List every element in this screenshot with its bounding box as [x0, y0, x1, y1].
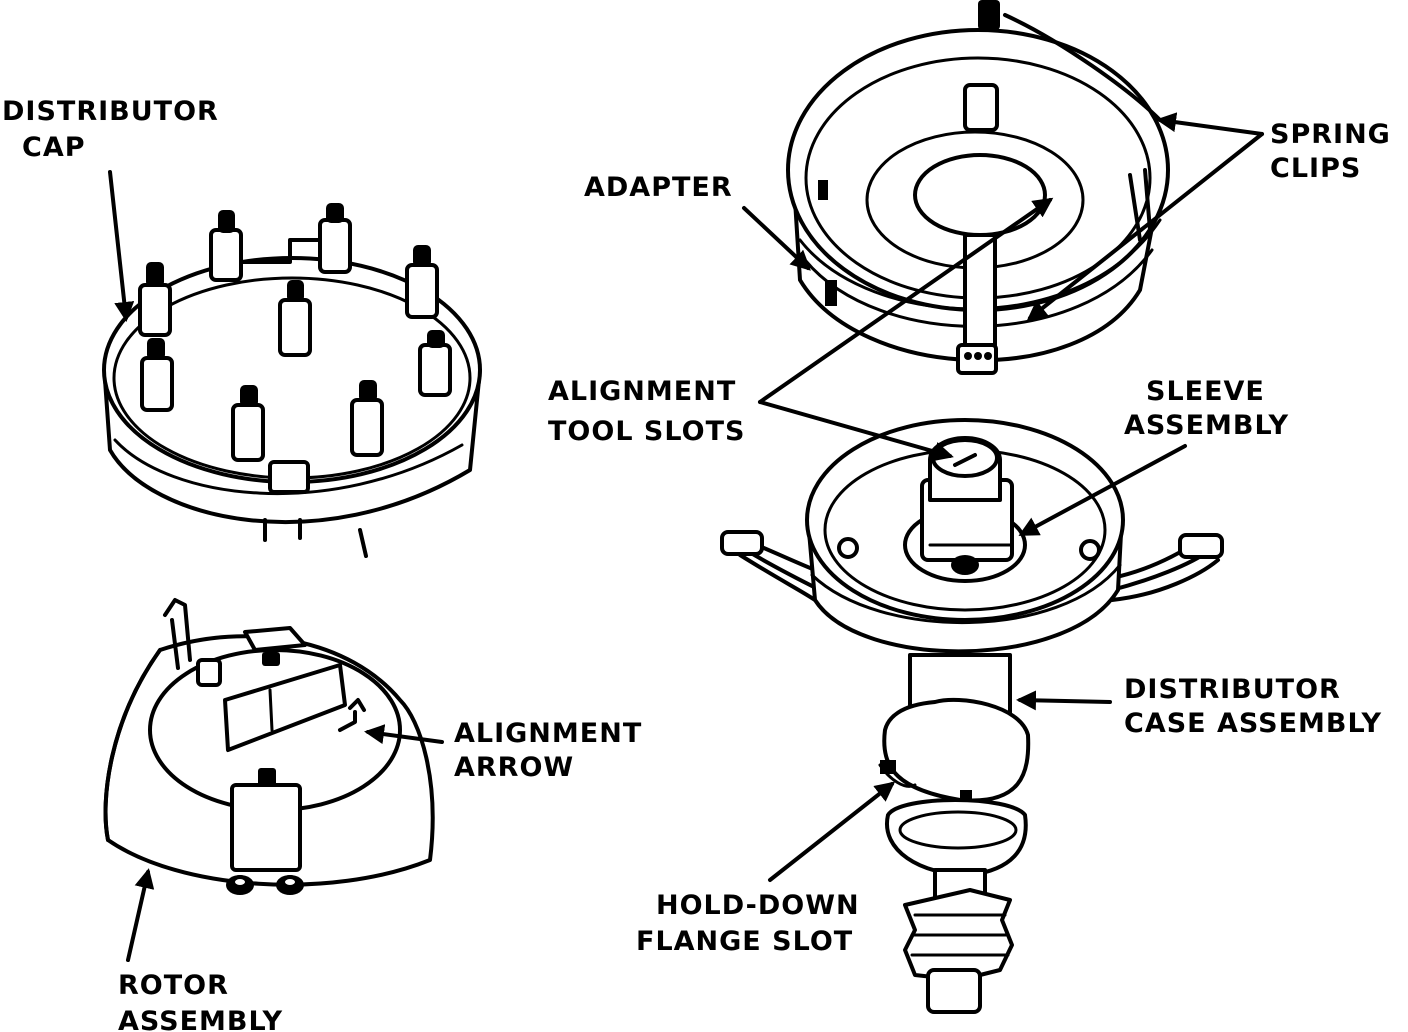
case-assembly-leader — [1016, 690, 1112, 711]
distributor-cap-drawing — [102, 203, 482, 558]
spring-clips-label-line2: CLIPS — [1270, 153, 1361, 184]
spring-clips-label-line1: SPRING — [1270, 119, 1391, 150]
sleeve-assembly-leader — [1018, 444, 1187, 536]
tool-slot-leader-bottom — [758, 400, 954, 462]
distributor-cap-leader — [108, 170, 135, 322]
adapter-label: ADAPTER — [584, 172, 733, 203]
rotor-assembly-leader — [126, 868, 155, 962]
alignment-arrow-leader — [364, 724, 444, 745]
distributor-case-drawing — [720, 418, 1224, 1014]
distributor-cap-label-line1: DISTRIBUTOR — [2, 96, 219, 127]
spring-clip-leader-bottom — [1026, 132, 1264, 321]
callout-labels: DISTRIBUTOR CAP ROTOR ASSEMBLY ALIGNMENT… — [2, 96, 1391, 1032]
rotor-assembly-label-line2: ASSEMBLY — [118, 1006, 283, 1032]
alignment-arrow-label-line2: ARROW — [454, 752, 574, 783]
alignment-tool-slots-label-line1: ALIGNMENT — [548, 376, 736, 407]
flange-slot-label-line2: FLANGE SLOT — [636, 926, 853, 957]
flange-slot-label-line1: HOLD-DOWN — [656, 890, 860, 921]
cap-terminal-towers — [138, 203, 452, 462]
distributor-cap-label-line2: CAP — [22, 132, 86, 163]
case-assembly-label-line2: CASE ASSEMBLY — [1124, 708, 1382, 739]
case-assembly-label-line1: DISTRIBUTOR — [1124, 674, 1341, 705]
rotor-assembly-drawing — [103, 598, 435, 895]
tool-slot-leader-top — [758, 197, 1054, 404]
rotor-assembly-label-line1: ROTOR — [118, 970, 229, 1001]
sleeve-assembly-label-line2: ASSEMBLY — [1124, 410, 1289, 441]
sleeve-assembly-label-line1: SLEEVE — [1146, 376, 1265, 407]
adapter-leader — [742, 206, 811, 271]
spring-clip-leader-top — [1156, 112, 1264, 136]
flange-slot-leader — [768, 781, 896, 882]
leader-lines — [108, 112, 1264, 962]
alignment-arrow-label-line1: ALIGNMENT — [454, 718, 642, 749]
adapter-drawing — [786, 0, 1170, 375]
alignment-tool-slots-label-line2: TOOL SLOTS — [548, 416, 745, 447]
